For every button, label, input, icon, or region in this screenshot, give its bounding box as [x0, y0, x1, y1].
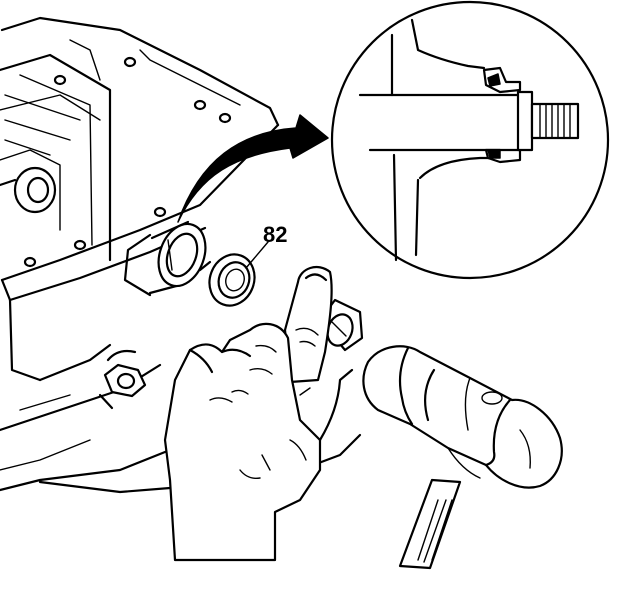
seal-part-82	[198, 253, 256, 307]
callout-82: 82	[245, 222, 287, 269]
detail-arrow	[177, 114, 329, 223]
callout-82-label: 82	[263, 222, 287, 247]
output-sleeve	[123, 220, 207, 297]
transmission-housing	[0, 16, 362, 494]
hammer-illustration	[362, 345, 563, 570]
detail-inset	[330, 0, 610, 280]
hand-illustration	[163, 265, 354, 562]
